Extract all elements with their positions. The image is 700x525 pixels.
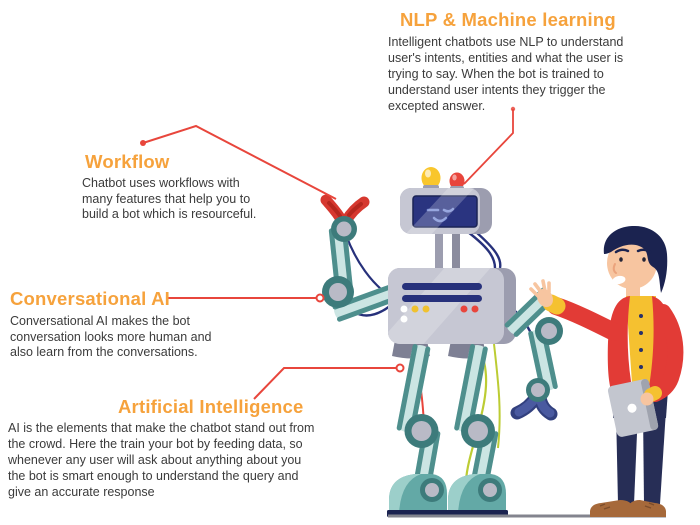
robot-status-lights (400, 305, 479, 323)
person-hair (603, 225, 668, 293)
robot-signal-lights (421, 167, 465, 190)
conversational-ai-heading: Conversational AI (10, 288, 170, 309)
person-left-hand (529, 279, 553, 308)
robot-panel-bar (402, 295, 482, 302)
person-smile (612, 275, 626, 285)
robot-body (388, 268, 516, 344)
robot-face (426, 207, 455, 223)
connector-conversational-ai (168, 293, 325, 303)
person-shoes (590, 500, 666, 517)
connector-nlp (463, 106, 516, 185)
artificial-intelligence-body: AI is the elements that make the chatbot… (8, 421, 315, 499)
conversational-ai-body: Conversational AI makes the bot conversa… (10, 314, 212, 359)
person-extended-arm (529, 279, 623, 341)
person-illustration (529, 225, 684, 517)
connector-workflow (140, 124, 337, 200)
ground-line (388, 514, 666, 518)
nlp-body: Intelligent chatbots use NLP to understa… (388, 35, 624, 113)
person-right-hand (640, 392, 654, 406)
robot-head (400, 167, 492, 234)
robot-illustration (320, 167, 563, 517)
artificial-intelligence-heading: Artificial Intelligence (118, 396, 304, 417)
workflow-heading: Workflow (85, 151, 170, 172)
nlp-heading: NLP & Machine learning (400, 9, 616, 30)
connectors (140, 106, 516, 400)
robot-legs (387, 344, 508, 517)
person-jacket (607, 296, 634, 398)
person-shirt (626, 296, 656, 398)
robot-right-leg (446, 344, 508, 517)
workflow-body: Chatbot uses workflows with many feature… (82, 176, 257, 221)
person-head (603, 225, 668, 293)
robot-left-arm (320, 194, 398, 322)
robot-left-leg (387, 344, 449, 517)
connector-artificial-intelligence (253, 363, 405, 400)
robot-panel-bar (402, 283, 482, 290)
